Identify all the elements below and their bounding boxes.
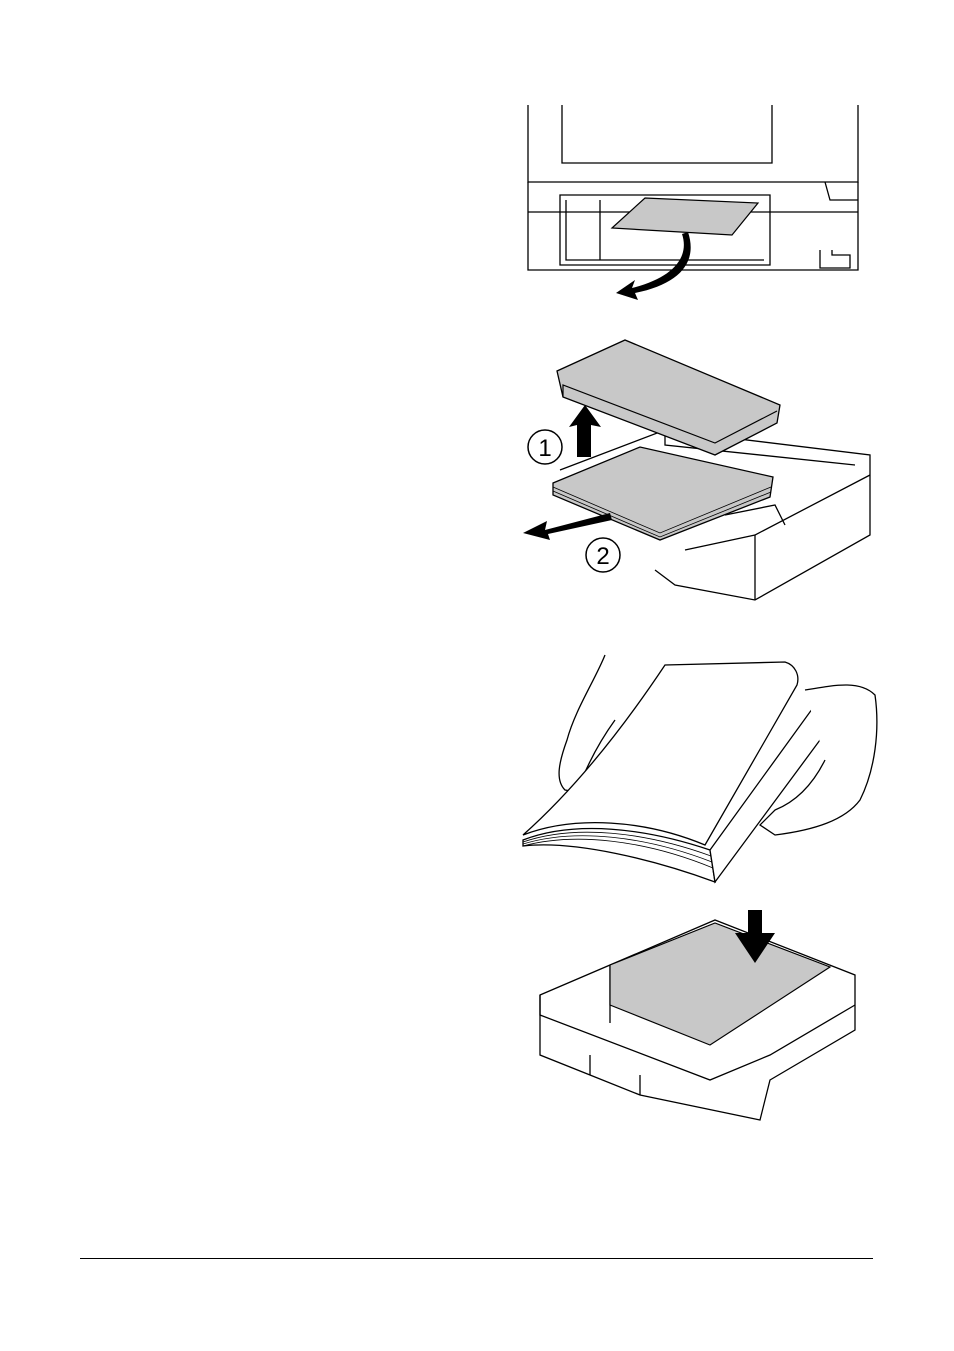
paper-stack (553, 447, 773, 540)
pull-out-arrow-icon (616, 232, 691, 300)
pull-out-arrow-icon (523, 513, 612, 540)
load-paper-illustration (530, 905, 865, 1135)
fan-paper-illustration (515, 650, 880, 890)
jammed-paper (612, 198, 758, 235)
paper-jam-illustration (520, 100, 870, 300)
footer-rule (80, 1258, 873, 1259)
step-2-label: 2 (596, 543, 609, 570)
remove-paper-illustration: 1 2 (515, 335, 880, 610)
paper-in-tray (610, 923, 830, 1045)
step-1-label: 1 (538, 435, 551, 462)
lift-up-arrow-icon (569, 405, 601, 457)
